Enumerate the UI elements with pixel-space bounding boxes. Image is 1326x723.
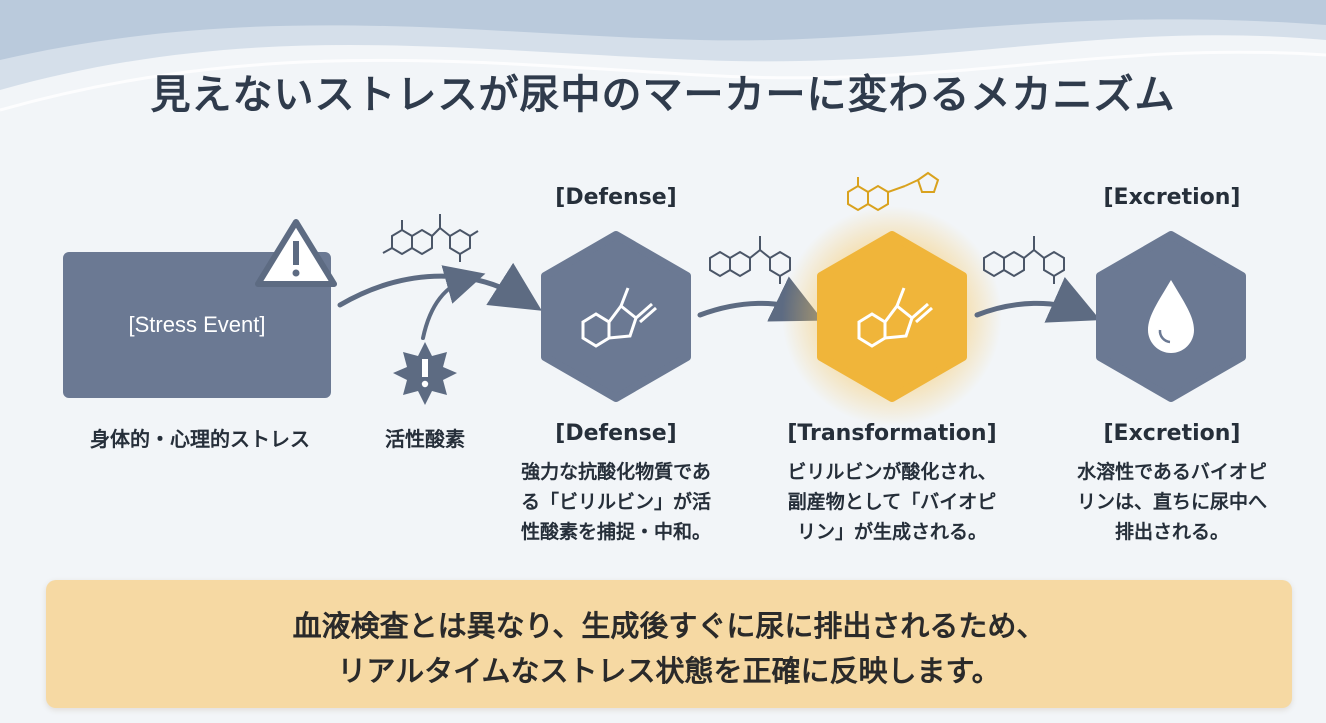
arrow-icon — [421, 265, 486, 340]
excretion-top-label: [Excretion] — [1103, 185, 1241, 210]
defense-top-label: [Defense] — [555, 185, 677, 210]
excretion-label: [Excretion] — [1103, 421, 1241, 446]
stress-event-label: [Stress Event] — [128, 312, 266, 337]
benzene-ring-icon — [857, 287, 933, 348]
ros-caption: 活性酸素 — [385, 427, 465, 451]
water-drop-highlight — [1158, 329, 1171, 344]
page-title: 見えないストレスが尿中のマーカーに変わるメカニズム — [150, 72, 1176, 118]
benzene-ring-icon — [581, 287, 657, 348]
summary-banner: 血液検査とは異なり、生成後すぐに尿に排出されるため、 リアルタイムなストレス状態… — [46, 580, 1292, 708]
transformation-hexagon — [817, 231, 967, 402]
transformation-description: ビリルビンが酸化され、 副産物として「バイオピ リン」が生成される。 — [787, 461, 997, 543]
background-waves — [0, 0, 1326, 112]
defense-hexagon — [541, 231, 691, 402]
molecule-icon — [847, 171, 940, 212]
transformation-label: [Transformation] — [787, 421, 997, 446]
stress-caption: 身体的・心理的ストレス — [90, 427, 310, 451]
arrow-icon — [337, 262, 542, 311]
excretion-description: 水溶性であるバイオピ リンは、直ちに尿中へ 排出される。 — [1076, 461, 1267, 543]
burst-warning-icon — [393, 342, 457, 405]
arrow-icon — [974, 276, 1101, 323]
defense-label: [Defense] — [555, 421, 677, 446]
defense-description: 強力な抗酸化物質であ る「ビリルビン」が活 性酸素を捕捉・中和。 — [520, 461, 711, 543]
banner-line-2: リアルタイムなストレス状態を正確に反映します。 — [337, 654, 1001, 688]
banner-line-1: 血液検査とは異なり、生成後すぐに尿に排出されるため、 — [292, 609, 1046, 643]
molecule-icon — [983, 236, 1065, 284]
warning-icon — [255, 219, 337, 287]
molecule-icon — [382, 214, 479, 262]
molecule-icon — [709, 236, 791, 284]
